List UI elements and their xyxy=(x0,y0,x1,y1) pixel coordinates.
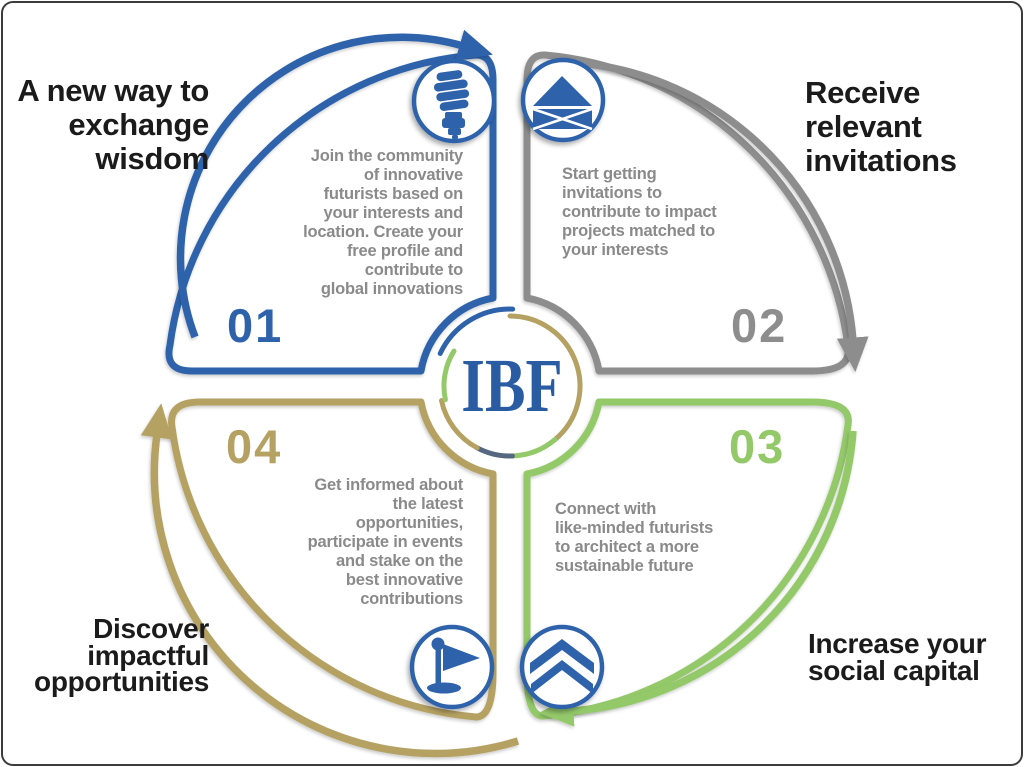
cfl-bulb-icon xyxy=(433,70,470,139)
step-2-description: Start getting invitations to contribute … xyxy=(562,165,717,259)
flag-icon xyxy=(427,637,480,694)
logo-ring-segment-green-left xyxy=(441,348,457,403)
step-3-number: 03 xyxy=(729,420,786,473)
logo-ring-segment-slate xyxy=(474,445,515,459)
open-envelope-badge xyxy=(520,57,606,143)
logo-ring-segment-tan-bottom xyxy=(439,398,480,451)
step-3-description: Connect with like-minded futurists to ar… xyxy=(555,500,714,575)
arrow-step-2-to-3 xyxy=(560,58,869,372)
step-1-description: Join the community of innovative futuris… xyxy=(303,147,463,298)
arrow-step-4-to-1 xyxy=(140,403,520,758)
step-2-title: Receive relevant invitations xyxy=(805,75,957,178)
logo-ring xyxy=(437,306,583,459)
step-4-title: Discover impactful opportunities xyxy=(34,613,209,697)
quadrant-2-outline xyxy=(523,51,852,375)
icon-badges xyxy=(409,57,606,710)
open-envelope-icon xyxy=(532,76,593,131)
double-chevron-up-icon xyxy=(530,639,594,694)
logo-ring-segment-tan-top xyxy=(507,313,583,443)
logo-ring-segment-green-bottom xyxy=(509,437,558,459)
step-2-number: 02 xyxy=(731,299,788,352)
step-4-number: 04 xyxy=(226,420,283,473)
flag-badge xyxy=(409,624,495,710)
quadrant-4-outline xyxy=(168,398,497,721)
quadrant-3-outline xyxy=(523,398,852,720)
logo-ring-segment-blue xyxy=(437,306,516,356)
double-chevron-badge xyxy=(519,624,605,710)
step-1-title: A new way to exchange wisdom xyxy=(17,73,209,176)
arrow-step-1-to-2 xyxy=(176,29,493,339)
quadrant-1-outline xyxy=(165,51,497,375)
step-3-title: Increase your social capital xyxy=(808,628,987,686)
arrow-step-3-to-4 xyxy=(539,430,857,727)
step-4-description: Get informed about the latest opportunit… xyxy=(307,476,464,608)
logo-text: IBF xyxy=(461,343,563,428)
step-1-number: 01 xyxy=(227,299,284,352)
cfl-bulb-badge xyxy=(411,58,497,144)
